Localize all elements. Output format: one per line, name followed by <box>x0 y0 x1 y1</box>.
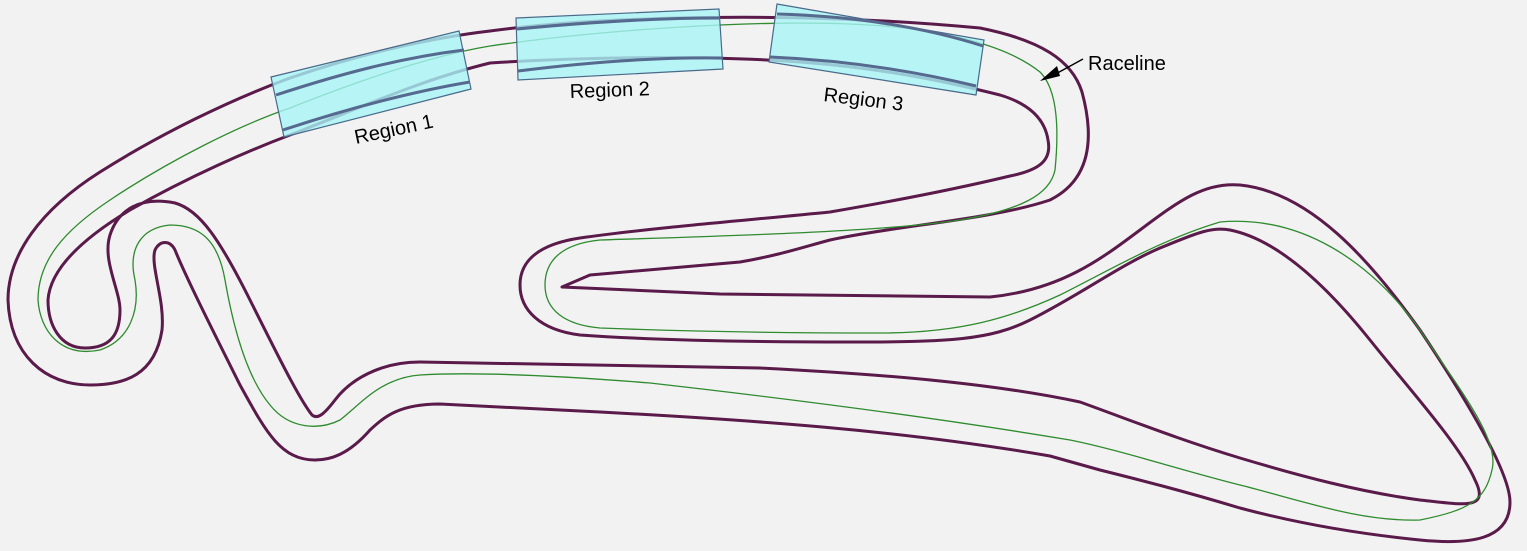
region-2-box <box>515 8 724 81</box>
raceline-pointer-arrowhead <box>1040 66 1060 81</box>
region-2-label: Region 2 <box>569 78 650 103</box>
raceline-annotation: Raceline <box>1040 53 1166 81</box>
region-2-inner-edge <box>517 56 723 73</box>
region-3: Region 3 <box>768 3 985 116</box>
track-outer-boundary <box>6 15 1512 544</box>
track-inner-boundary <box>46 56 1481 506</box>
region-1-box <box>270 30 472 138</box>
region-3-label: Region 3 <box>822 84 904 116</box>
region-3-inner-edge <box>769 55 977 88</box>
region-1-outer-edge <box>275 48 465 97</box>
region-1: Region 1 <box>270 30 472 149</box>
region-2: Region 2 <box>515 8 724 103</box>
raceline-path <box>37 22 1494 521</box>
region-1-inner-edge <box>282 80 471 132</box>
region-2-outer-edge <box>516 16 721 31</box>
region-3-outer-edge <box>776 12 984 48</box>
raceline-label: Raceline <box>1088 53 1166 75</box>
